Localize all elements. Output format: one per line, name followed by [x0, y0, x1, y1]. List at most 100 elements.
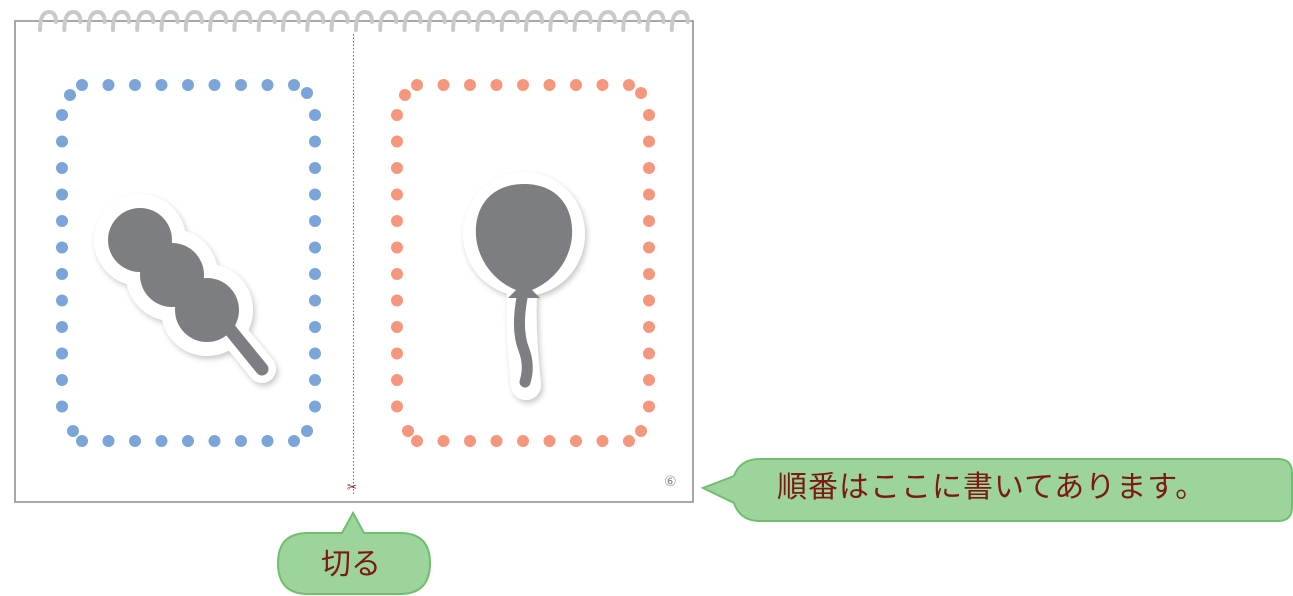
- spiral-ring: [524, 9, 544, 32]
- border-dot: [402, 425, 414, 437]
- border-dot: [643, 162, 655, 174]
- border-dot: [288, 79, 300, 91]
- border-dot: [391, 321, 403, 333]
- border-dot: [56, 109, 68, 121]
- spiral-ring: [475, 9, 496, 32]
- border-dot: [129, 435, 141, 447]
- border-dot: [56, 374, 68, 386]
- border-dot: [309, 400, 321, 413]
- border-dot: [56, 162, 68, 174]
- border-dot: [301, 87, 313, 99]
- border-dot: [64, 89, 76, 101]
- border-dot: [643, 268, 655, 280]
- spiral-ring: [572, 9, 593, 32]
- border-dot: [643, 215, 655, 227]
- border-dot: [517, 435, 529, 447]
- spiral-ring: [183, 9, 204, 32]
- border-dot: [76, 435, 88, 447]
- border-dot: [437, 435, 450, 447]
- cut-callout-bubble: [276, 510, 432, 595]
- border-dot: [56, 215, 68, 227]
- spiral-ring: [62, 9, 83, 32]
- border-dot: [56, 268, 68, 280]
- border-dot: [391, 109, 403, 121]
- border-dot: [309, 188, 321, 201]
- border-dot: [543, 435, 556, 447]
- spiral-ring: [669, 9, 690, 32]
- cut-callout-text: 切る: [321, 547, 381, 582]
- border-dot: [56, 321, 68, 333]
- border-dot: [543, 79, 556, 91]
- spiral-ring: [86, 9, 107, 32]
- border-dot: [437, 79, 450, 91]
- border-dot: [155, 435, 168, 447]
- spiral-ring: [256, 9, 277, 32]
- spiral-binding: [38, 9, 690, 32]
- border-dot: [76, 79, 88, 91]
- border-dot: [309, 374, 321, 386]
- spiral-ring: [645, 9, 666, 32]
- border-dot: [596, 435, 609, 447]
- border-dot: [56, 241, 68, 254]
- spiral-ring: [621, 9, 642, 32]
- scissors-icon: ✂: [347, 480, 358, 494]
- border-dot: [570, 79, 582, 91]
- border-dot: [391, 347, 403, 360]
- border-dot: [235, 435, 247, 447]
- border-dot: [391, 215, 403, 227]
- spiral-ring: [38, 9, 58, 32]
- dango-icon-shape: [108, 208, 269, 376]
- border-dot: [56, 347, 68, 360]
- page-number: ⑥: [664, 474, 677, 490]
- border-dot: [635, 87, 647, 99]
- border-dot: [643, 109, 655, 121]
- border-dot: [56, 188, 68, 201]
- spiral-ring: [426, 9, 447, 32]
- border-dot: [129, 79, 141, 91]
- border-dot: [309, 241, 321, 254]
- spiral-ring: [596, 9, 617, 32]
- spiral-ring: [208, 9, 229, 32]
- border-dot: [517, 79, 529, 91]
- border-dot: [635, 425, 647, 437]
- border-dot: [623, 79, 635, 91]
- order-callout-text: 順番はここに書いてあります。: [777, 470, 1207, 505]
- spiral-ring: [135, 9, 156, 32]
- right-card-dotted-border: [391, 79, 655, 447]
- border-dot: [261, 79, 274, 91]
- spiral-ring: [159, 9, 180, 32]
- border-dot: [309, 294, 321, 307]
- border-dot: [309, 162, 321, 174]
- border-dot: [155, 79, 168, 91]
- border-dot: [67, 425, 79, 437]
- border-dot: [643, 135, 655, 148]
- border-dot: [56, 294, 68, 307]
- spiral-ring: [451, 9, 472, 32]
- border-dot: [182, 435, 194, 447]
- spiral-ring: [353, 9, 374, 32]
- border-dot: [643, 374, 655, 386]
- border-dot: [391, 188, 403, 201]
- border-dot: [490, 79, 503, 91]
- border-dot: [182, 79, 194, 91]
- border-dot: [391, 374, 403, 386]
- border-dot: [623, 435, 635, 447]
- border-dot: [288, 435, 300, 447]
- border-dot: [464, 79, 476, 91]
- spiral-ring: [305, 9, 326, 32]
- border-dot: [391, 268, 403, 280]
- border-dot: [208, 79, 221, 91]
- border-dot: [464, 435, 476, 447]
- border-dot: [391, 241, 403, 254]
- border-dot: [56, 400, 68, 413]
- border-dot: [490, 435, 503, 447]
- spiral-ring: [548, 9, 569, 32]
- border-dot: [643, 188, 655, 201]
- border-dot: [643, 321, 655, 333]
- spiral-ring: [499, 9, 520, 32]
- border-dot: [309, 347, 321, 360]
- border-dot: [391, 135, 403, 148]
- border-dot: [235, 79, 247, 91]
- spiral-ring: [329, 9, 350, 32]
